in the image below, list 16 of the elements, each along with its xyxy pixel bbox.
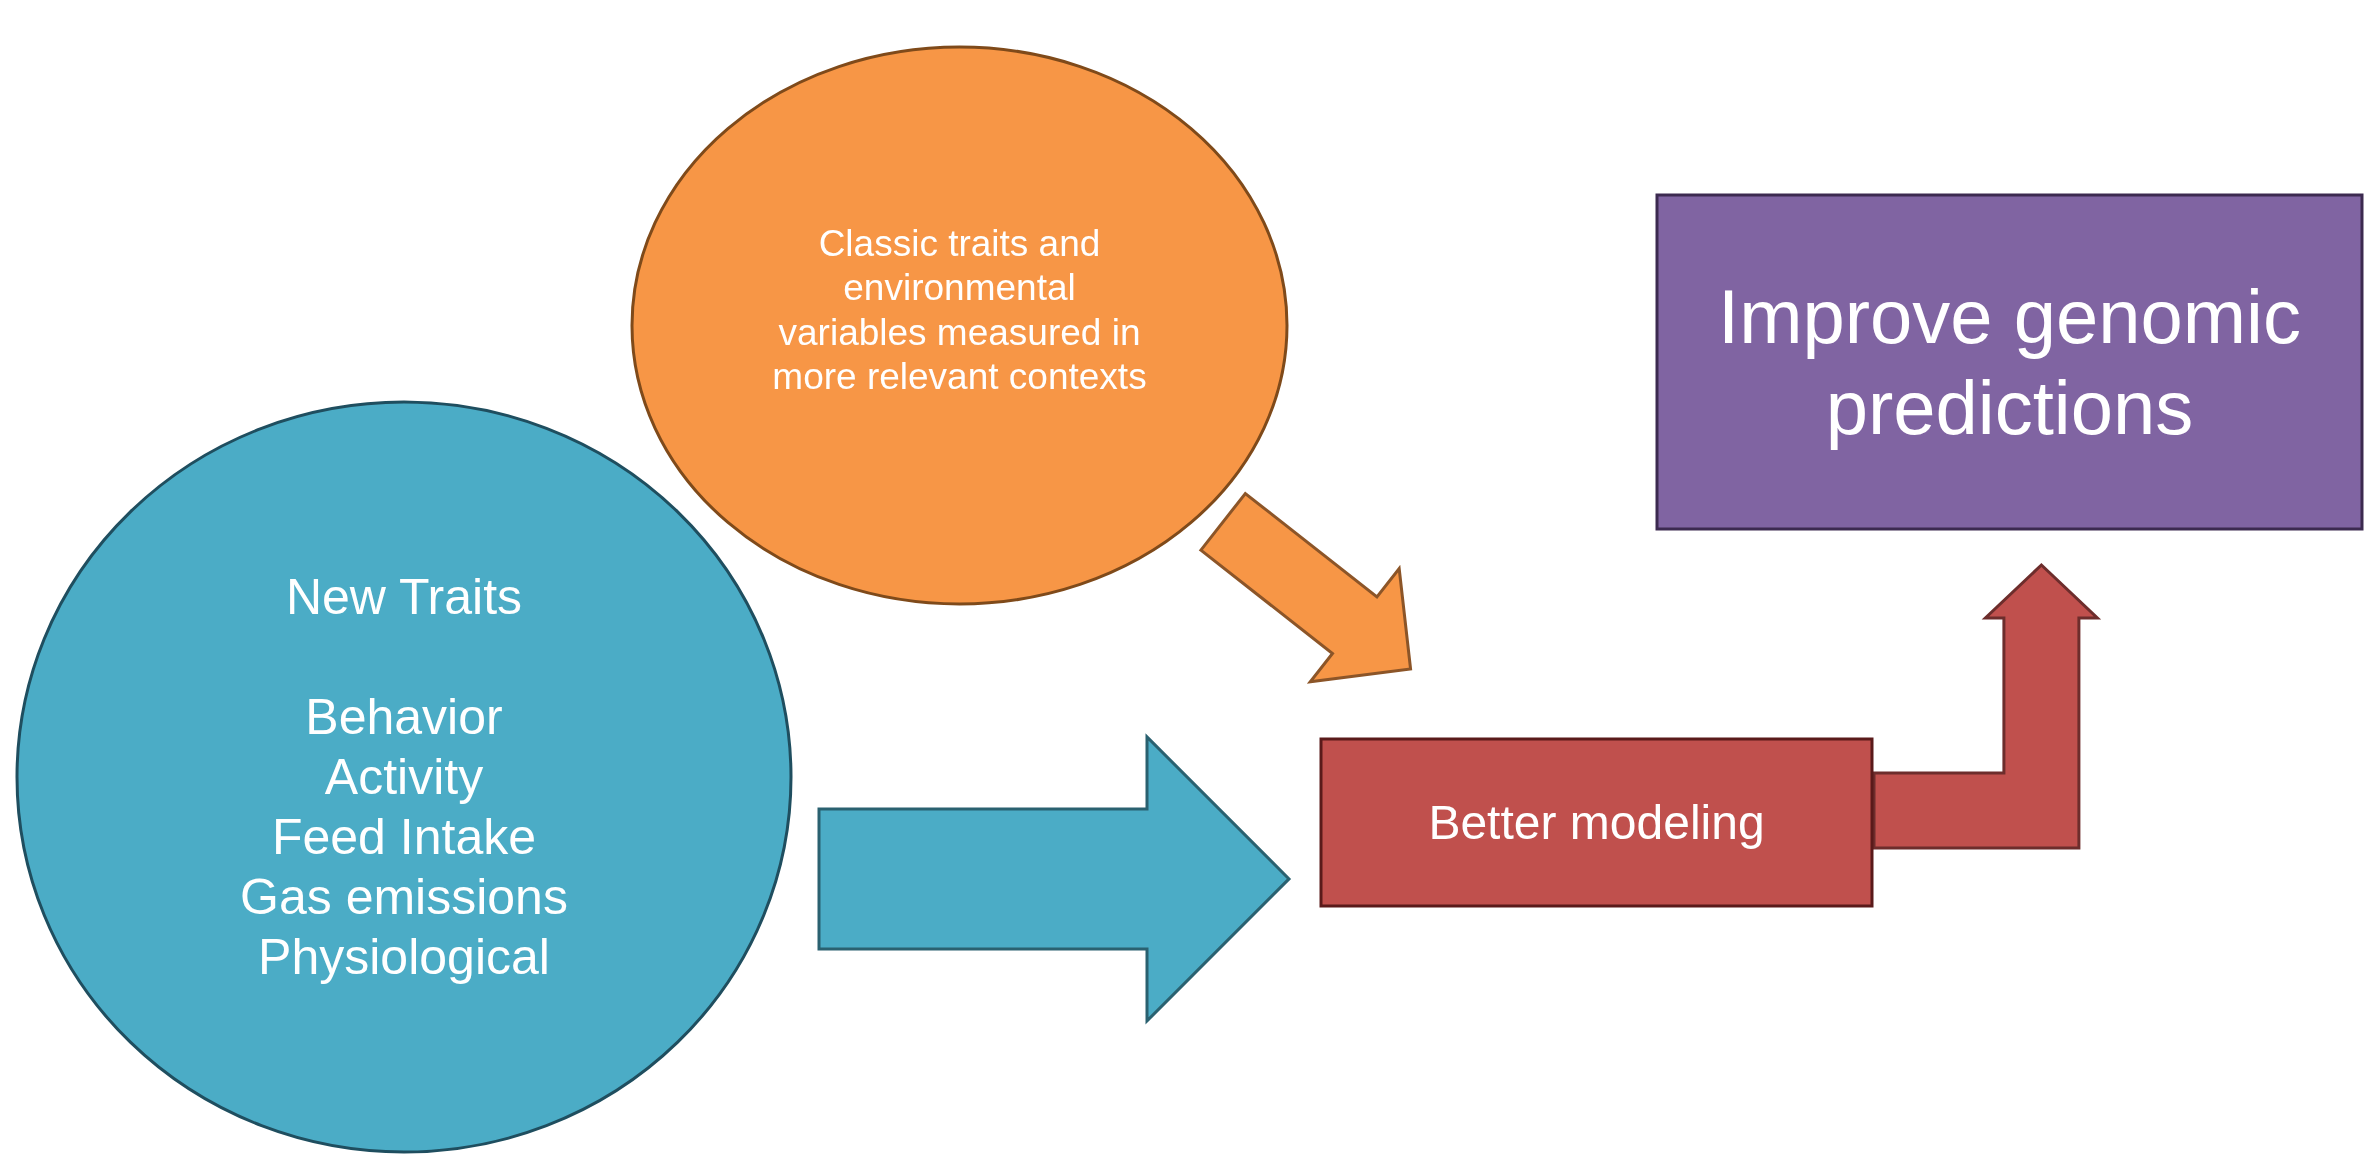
- process-box: [1319, 737, 1874, 908]
- block-arrow: [1198, 491, 1413, 684]
- heading: New Traits: [285, 568, 523, 627]
- block-arrow: [1872, 562, 2102, 850]
- box-title: Better modeling: [1428, 794, 1765, 851]
- box-title: Improve genomic predictions: [1717, 272, 2302, 452]
- input-ellipse: [630, 45, 1289, 606]
- list-item: Gas emissions: [240, 868, 568, 927]
- trait-circle: [15, 400, 793, 1154]
- list-item: Behavior: [305, 688, 503, 747]
- goal-box: [1655, 193, 2364, 531]
- body-text: Classic traits and environmental variables measured in more relevant contexts: [771, 221, 1148, 399]
- list-item: Activity: [324, 748, 484, 807]
- list-item: Physiological: [258, 928, 550, 987]
- block-arrow: [817, 733, 1292, 1025]
- list-item: Feed Intake: [271, 808, 536, 867]
